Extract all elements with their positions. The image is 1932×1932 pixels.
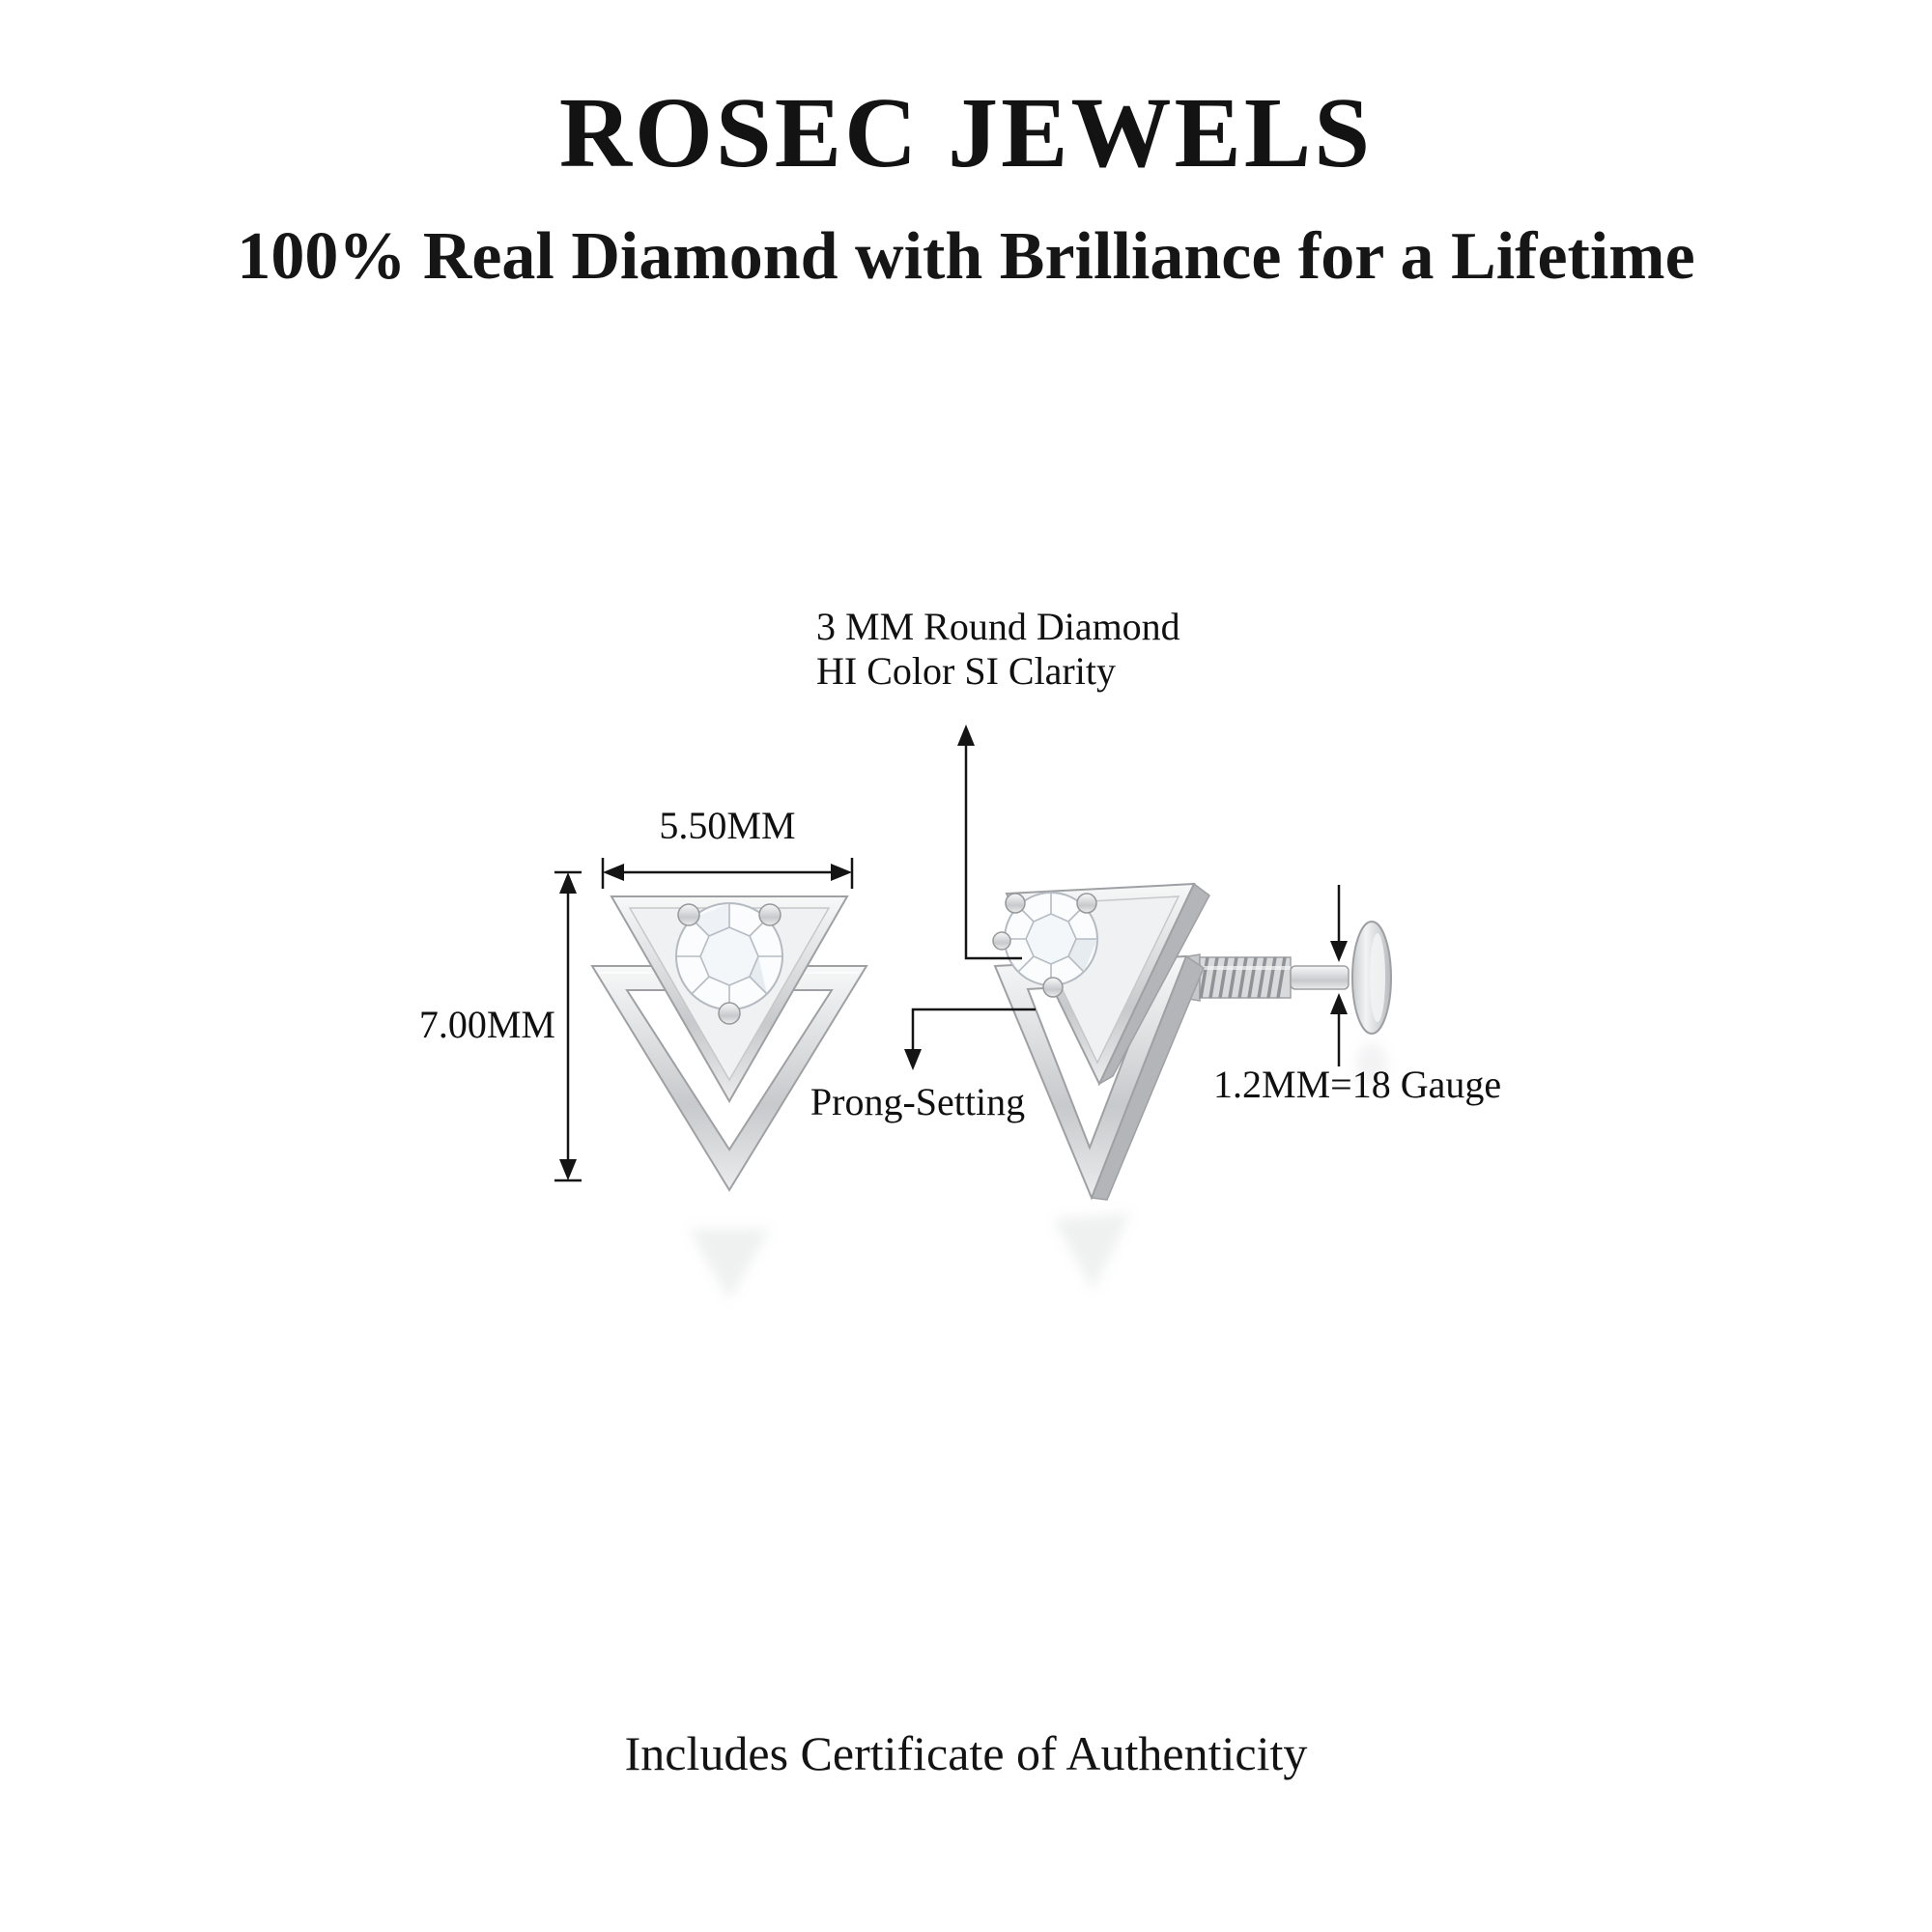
height-dimension-label: 7.00MM bbox=[418, 1003, 555, 1046]
certificate-note: Includes Certificate of Authenticity bbox=[624, 1726, 1308, 1780]
height-dimension-arrow bbox=[554, 870, 582, 1182]
diamond-front bbox=[675, 902, 783, 1010]
post-gauge-label: 1.2MM=18 Gauge bbox=[1213, 1063, 1502, 1106]
prong-callout-line bbox=[904, 1008, 1036, 1070]
diamond-spec-line2: HI Color SI Clarity bbox=[816, 649, 1116, 693]
side-prongs bbox=[992, 893, 1097, 998]
diamond-callout-line bbox=[957, 724, 1022, 960]
diamond-spec-label: 3 MM Round Diamond HI Color SI Clarity bbox=[816, 605, 1180, 694]
diamond-spec-line1: 3 MM Round Diamond bbox=[816, 605, 1180, 648]
width-dimension-label: 5.50MM bbox=[659, 804, 796, 847]
labret-disc-back bbox=[1351, 921, 1392, 1035]
labret-post bbox=[1164, 953, 1350, 1002]
width-dimension-arrow bbox=[601, 858, 854, 889]
brand-title: ROSEC JEWELS bbox=[558, 77, 1374, 188]
annotation-lines bbox=[554, 724, 1348, 1182]
front-prongs bbox=[677, 903, 781, 1025]
gauge-measure-arrows bbox=[1330, 885, 1348, 1066]
tagline-text: 100% Real Diamond with Brilliance for a … bbox=[237, 219, 1695, 294]
diamond-side bbox=[1004, 892, 1098, 986]
front-view-earring bbox=[590, 895, 868, 1192]
prong-setting-label: Prong-Setting bbox=[810, 1080, 1026, 1123]
side-view-earring bbox=[992, 882, 1392, 1201]
reflections bbox=[689, 1043, 1387, 1300]
